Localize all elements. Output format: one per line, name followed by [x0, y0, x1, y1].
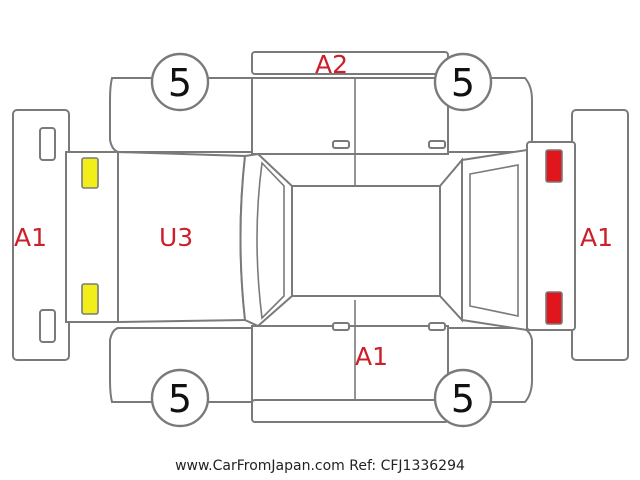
top-doors [251, 77, 449, 185]
tire-rear-left: 5 [433, 52, 493, 112]
tire-front-right: 5 [150, 368, 210, 428]
car-body [65, 141, 576, 332]
tire-rear-right: 5 [433, 368, 493, 428]
bottom-doors [251, 300, 449, 403]
code-roof: U3 [159, 223, 193, 252]
tire-grade-front-left: 5 [168, 61, 192, 105]
headlight-top [81, 157, 99, 189]
tire-grade-rear-right: 5 [451, 377, 475, 421]
tire-grade-rear-left: 5 [451, 61, 475, 105]
headlight-bottom [81, 283, 99, 315]
taillight-top [545, 149, 563, 183]
code-top-door-area: A2 [315, 50, 348, 79]
code-bottom-door-area: A1 [355, 342, 388, 371]
tire-grade-front-right: 5 [168, 377, 192, 421]
code-front-bumper: A1 [14, 223, 47, 252]
taillight-bottom [545, 291, 563, 325]
code-rear-bumper: A1 [580, 223, 613, 252]
footer-reference: www.CarFromJapan.com Ref: CFJ1336294 [175, 458, 465, 474]
tire-front-left: 5 [150, 52, 210, 112]
rocker-panels [251, 51, 449, 423]
